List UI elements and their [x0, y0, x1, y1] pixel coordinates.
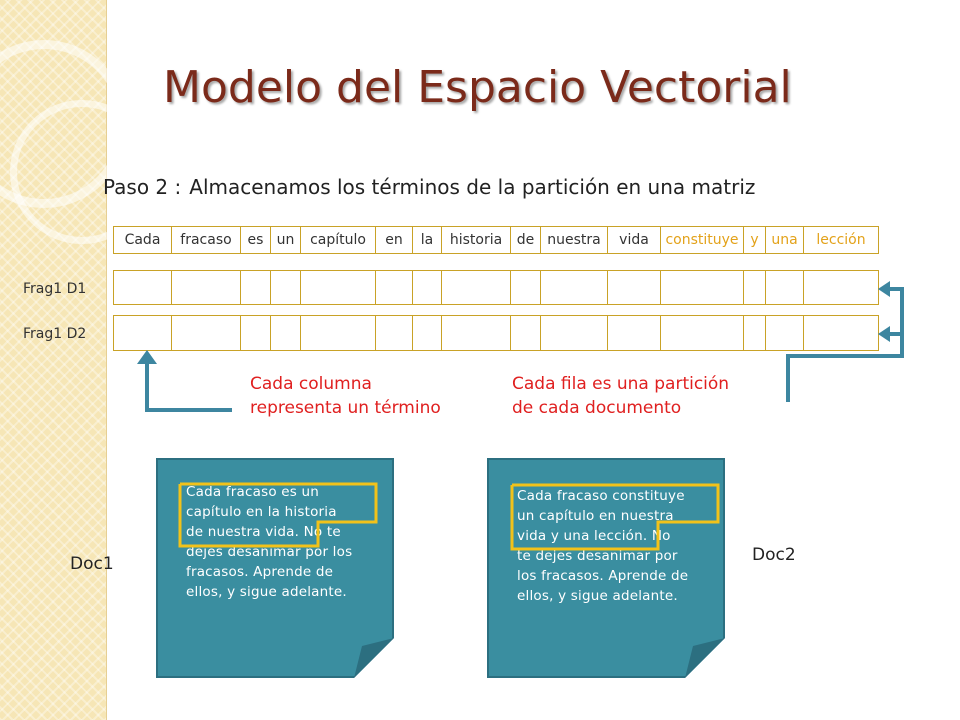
term-header-cell: nuestra	[540, 226, 608, 254]
term-header-cell: una	[765, 226, 804, 254]
arrow-head-icon	[137, 350, 157, 364]
matrix-cell	[113, 315, 172, 351]
decorative-ring	[10, 100, 154, 244]
doc2-line: Cada fracaso constituye	[517, 488, 685, 504]
doc1-line: ellos, y sigue adelante.	[186, 584, 347, 600]
term-header-cell: de	[510, 226, 541, 254]
matrix-cell	[803, 270, 879, 305]
doc1-line: de nuestra vida. No te	[186, 524, 341, 540]
term-header-cell: capítulo	[300, 226, 376, 254]
row-label-frag1-d2: Frag1 D2	[23, 326, 87, 342]
term-header-cell: constituye	[660, 226, 744, 254]
column-note-line: Cada columna	[250, 374, 372, 394]
term-header-cell: y	[743, 226, 766, 254]
decorative-sidebar	[0, 0, 154, 720]
matrix-cell	[171, 315, 241, 351]
row-note-line: de cada documento	[512, 398, 682, 418]
term-header-cell: un	[270, 226, 301, 254]
term-header-cell: es	[240, 226, 271, 254]
matrix-cell	[113, 270, 172, 305]
doc2-text: Cada fracaso constituye un capítulo en n…	[517, 486, 688, 606]
matrix-cell	[660, 270, 744, 305]
matrix-cell	[510, 315, 541, 351]
term-header-cell: la	[412, 226, 442, 254]
doc1-line: dejes desanimar por los	[186, 544, 353, 560]
term-header-cell: fracaso	[171, 226, 241, 254]
matrix-cell	[441, 270, 511, 305]
matrix-cell	[441, 315, 511, 351]
matrix-cell	[607, 315, 661, 351]
doc2-line: ellos, y sigue adelante.	[517, 588, 678, 604]
doc2-line: los fracasos. Aprende de	[517, 568, 689, 584]
matrix-cell	[607, 270, 661, 305]
row-label-frag1-d1: Frag1 D1	[23, 281, 87, 297]
doc2-line: te dejes desanimar por	[517, 548, 678, 564]
doc1-line: capítulo en la historia	[186, 504, 337, 520]
doc1-line: fracasos. Aprende de	[186, 564, 334, 580]
arrow-head-icon	[878, 281, 890, 297]
row-note: Cada fila es una partición de cada docum…	[512, 372, 729, 420]
matrix-cell	[412, 270, 442, 305]
step-label: Paso 2 :	[103, 175, 182, 199]
column-note-line: representa un término	[250, 398, 441, 418]
slide-title: Modelo del Espacio Vectorial	[163, 62, 792, 113]
matrix-cell	[270, 315, 301, 351]
matrix-cell	[510, 270, 541, 305]
matrix-cell	[743, 270, 766, 305]
matrix-cell	[171, 270, 241, 305]
doc1-line: Cada fracaso es un	[186, 484, 320, 500]
term-header-cell: vida	[607, 226, 661, 254]
page-curl-icon	[354, 638, 394, 678]
matrix-cell	[240, 315, 271, 351]
matrix-cell	[270, 270, 301, 305]
page-curl-icon	[685, 638, 725, 678]
term-header-cell: historia	[441, 226, 511, 254]
matrix-cell	[375, 270, 413, 305]
doc2-line: vida y una lección. No	[517, 528, 671, 544]
matrix-cell	[660, 315, 744, 351]
matrix-cell	[375, 315, 413, 351]
doc1-text: Cada fracaso es un capítulo en la histor…	[186, 482, 352, 602]
doc1-label: Doc1	[70, 554, 114, 574]
matrix-cell	[765, 270, 804, 305]
matrix-cell	[540, 270, 608, 305]
matrix-cell	[540, 315, 608, 351]
term-header-cell: en	[375, 226, 413, 254]
matrix-cell	[300, 270, 376, 305]
term-header-cell: lección	[803, 226, 879, 254]
column-arrow-icon	[145, 362, 232, 412]
matrix-cell	[765, 315, 804, 351]
doc2-label: Doc2	[752, 545, 796, 565]
step-heading: Paso 2 : Almacenamos los términos de la p…	[103, 175, 755, 199]
matrix-cell	[240, 270, 271, 305]
step-text: Almacenamos los términos de la partición…	[189, 175, 756, 199]
doc2-line: un capítulo en nuestra	[517, 508, 674, 524]
arrow-head-icon	[878, 326, 890, 342]
matrix-cell	[803, 315, 879, 351]
matrix-cell	[412, 315, 442, 351]
term-header-cell: Cada	[113, 226, 172, 254]
column-note: Cada columna representa un término	[250, 372, 441, 420]
matrix-cell	[300, 315, 376, 351]
row-note-line: Cada fila es una partición	[512, 374, 730, 394]
matrix-cell	[743, 315, 766, 351]
